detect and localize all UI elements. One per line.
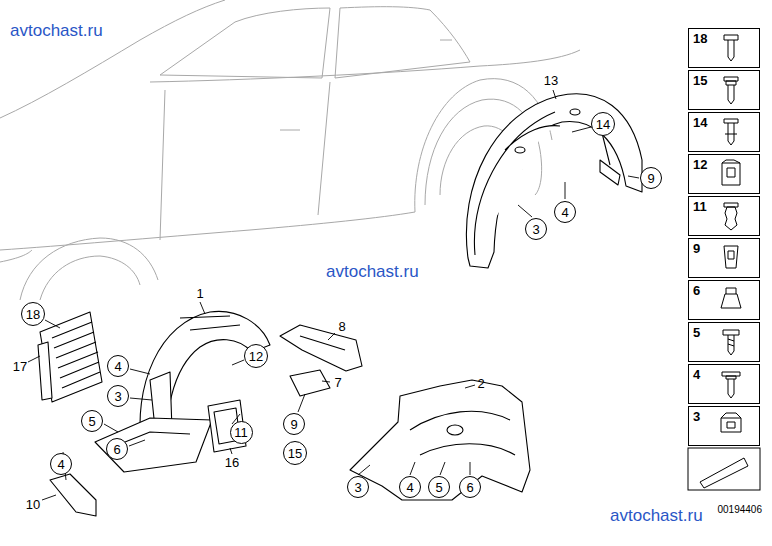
fastener-cell: 15 bbox=[688, 70, 760, 110]
callout-number: 11 bbox=[234, 426, 248, 439]
callout-number: 3 bbox=[354, 481, 361, 494]
callout-number: 6 bbox=[466, 481, 473, 494]
watermark: avtochast.ru bbox=[610, 507, 703, 524]
part-number: 1 bbox=[196, 287, 203, 300]
callout-circle: 9 bbox=[283, 413, 305, 435]
callout-circle: 3 bbox=[107, 385, 129, 407]
callout-number: 6 bbox=[693, 284, 700, 297]
part-number: 13 bbox=[544, 74, 558, 87]
callout-circle: 3 bbox=[347, 476, 369, 498]
callout-number: 9 bbox=[647, 172, 654, 185]
fastener-cell: 5 bbox=[688, 322, 760, 362]
part-number: 10 bbox=[26, 498, 40, 511]
part-outlines bbox=[38, 94, 642, 516]
fastener-cell: 11 bbox=[688, 196, 760, 236]
callout-number: 9 bbox=[290, 418, 297, 431]
callout-number: 15 bbox=[288, 447, 302, 460]
leader-lines bbox=[28, 90, 639, 500]
callout-number: 15 bbox=[693, 74, 707, 87]
callout-circle: 18 bbox=[21, 302, 45, 326]
fastener-cell: 6 bbox=[688, 280, 760, 320]
part-number: 8 bbox=[338, 320, 345, 333]
callout-circle: 14 bbox=[591, 112, 615, 136]
callout-circle: 12 bbox=[244, 344, 268, 368]
callout-number: 5 bbox=[693, 326, 700, 339]
callout-circle: 11 bbox=[230, 421, 253, 444]
callout-number: 14 bbox=[693, 116, 707, 129]
callout-number: 12 bbox=[693, 158, 707, 171]
callout-circle: 3 bbox=[525, 218, 547, 240]
part-number: 7 bbox=[334, 376, 341, 389]
part-number: 2 bbox=[477, 377, 484, 390]
callout-number: 9 bbox=[693, 242, 700, 255]
callout-number: 3 bbox=[114, 390, 121, 403]
callout-circle: 6 bbox=[106, 438, 128, 460]
callout-circle: 4 bbox=[50, 453, 72, 475]
callout-number: 3 bbox=[693, 410, 700, 423]
fastener-cell: 14 bbox=[688, 112, 760, 152]
callout-number: 4 bbox=[561, 206, 568, 219]
diagram-id: 00194406 bbox=[718, 505, 763, 515]
fastener-cell: 12 bbox=[688, 154, 760, 194]
callout-circle: 4 bbox=[107, 355, 129, 377]
fastener-cell: 4 bbox=[688, 364, 760, 404]
callout-number: 5 bbox=[435, 481, 442, 494]
callout-number: 11 bbox=[693, 200, 707, 213]
callout-circle: 4 bbox=[399, 476, 421, 498]
callout-number: 5 bbox=[88, 415, 95, 428]
fastener-icons bbox=[721, 35, 741, 432]
callout-number: 18 bbox=[693, 32, 707, 45]
callout-circle: 15 bbox=[283, 441, 307, 465]
fastener-cell: 9 bbox=[688, 238, 760, 278]
callout-circle: 6 bbox=[459, 476, 481, 498]
callout-number: 18 bbox=[26, 308, 40, 321]
callout-number: 14 bbox=[596, 118, 610, 131]
callout-number: 4 bbox=[406, 481, 413, 494]
callout-number: 4 bbox=[693, 368, 700, 381]
callout-circle: 5 bbox=[428, 476, 450, 498]
part-number: 16 bbox=[225, 456, 239, 469]
callout-circle: 4 bbox=[554, 201, 576, 223]
watermark: avtochast.ru bbox=[10, 22, 103, 39]
callout-number: 4 bbox=[114, 360, 121, 373]
part-number: 17 bbox=[13, 360, 27, 373]
scale-cell bbox=[688, 448, 760, 490]
callout-number: 3 bbox=[532, 223, 539, 236]
callout-circle: 5 bbox=[81, 410, 103, 432]
watermark: avtochast.ru bbox=[326, 263, 419, 280]
fastener-cell: 3 bbox=[688, 406, 760, 446]
callout-number: 4 bbox=[57, 458, 64, 471]
callout-number: 6 bbox=[113, 443, 120, 456]
fastener-cell: 18 bbox=[688, 28, 760, 68]
callout-number: 12 bbox=[249, 350, 263, 363]
callout-circle: 9 bbox=[640, 167, 662, 189]
